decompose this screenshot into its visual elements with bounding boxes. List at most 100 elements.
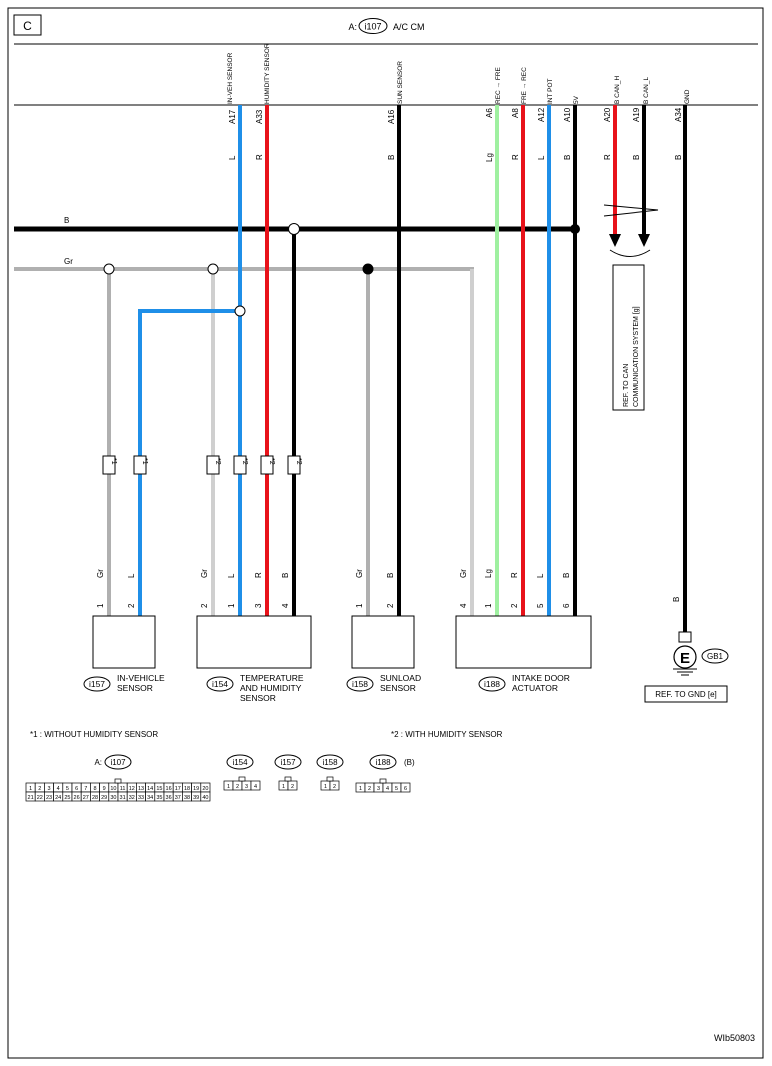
header-connector-oval bbox=[358, 18, 388, 34]
pin-cell bbox=[200, 791, 211, 802]
pin-number: 7 bbox=[84, 786, 87, 792]
cv-i188-id: i188 bbox=[375, 758, 391, 767]
pin-number: 5 bbox=[395, 786, 398, 792]
pin-number: 29 bbox=[101, 795, 107, 801]
tag-box bbox=[260, 455, 274, 475]
pin-number: 24 bbox=[55, 795, 61, 801]
connector-latch bbox=[379, 778, 387, 784]
i188-pin-1: 1 bbox=[484, 603, 493, 608]
terminal-name-gnd: GND bbox=[684, 89, 691, 104]
pin-number: 16 bbox=[166, 786, 172, 792]
gnd-ref-box bbox=[644, 685, 728, 703]
can-l-arrow bbox=[638, 234, 650, 247]
pin-number: 39 bbox=[193, 795, 199, 801]
pin-number: 40 bbox=[202, 795, 208, 801]
cv-i154-id: i154 bbox=[232, 758, 248, 767]
pin-number: 1 bbox=[227, 784, 230, 790]
cv-i107-id: i107 bbox=[110, 758, 126, 767]
twisted-pair-marker bbox=[603, 204, 659, 217]
pin-number: 2 bbox=[236, 784, 239, 790]
pin-cell bbox=[250, 780, 261, 791]
pin-a12: A12 bbox=[537, 107, 546, 122]
pin-cell bbox=[400, 782, 411, 793]
tag-box bbox=[206, 455, 220, 475]
pin-a8: A8 bbox=[511, 108, 520, 118]
i158-pin-1: 1 bbox=[355, 603, 364, 608]
pin-number: 5 bbox=[66, 786, 69, 792]
tag-star2: *2 bbox=[295, 458, 302, 465]
pin-a20: A20 bbox=[603, 107, 612, 122]
connector-latch bbox=[114, 778, 122, 784]
i154-pin-2: 2 bbox=[200, 603, 209, 608]
i158-wire-1: Gr bbox=[355, 569, 364, 578]
pin-number: 11 bbox=[120, 786, 126, 792]
component-i154-box bbox=[196, 615, 312, 669]
pin-number: 32 bbox=[129, 795, 135, 801]
pin-number: 3 bbox=[47, 786, 50, 792]
tag-star2: *2 bbox=[241, 458, 248, 465]
i157-wire-1: Gr bbox=[96, 569, 105, 578]
i157-wire-2: L bbox=[127, 573, 136, 578]
terminal-name-5v: 5V bbox=[573, 95, 580, 104]
i188-pin-6: 6 bbox=[562, 603, 571, 608]
pin-number: 34 bbox=[147, 795, 153, 801]
pin-number: 4 bbox=[57, 786, 60, 792]
i158-id: i158 bbox=[352, 679, 368, 689]
tag-star2: *2 bbox=[268, 458, 275, 465]
tag-star1: *1 bbox=[110, 458, 117, 465]
pin-a34: A34 bbox=[674, 107, 683, 122]
page-label-box bbox=[13, 14, 42, 36]
terminal-name-in-veh: IN-VEH SENSOR bbox=[227, 52, 234, 104]
pin-number: 21 bbox=[28, 795, 34, 801]
terminal-name-can-h: B CAN_H bbox=[614, 76, 621, 104]
cv-i188-suffix: (B) bbox=[404, 758, 415, 767]
pin-number: 26 bbox=[74, 795, 80, 801]
i158-pin-2: 2 bbox=[386, 603, 395, 608]
pin-numbers: A17 A33 A16 A6 A8 A12 A10 A20 A19 A34 bbox=[228, 107, 683, 124]
pin-number: 4 bbox=[386, 786, 389, 792]
ground-circle bbox=[673, 645, 697, 669]
i154-wire-1: L bbox=[227, 573, 236, 578]
cv-i107-prefix: A: bbox=[94, 758, 102, 767]
terminal-name-sun: SUN SENSOR bbox=[397, 61, 404, 104]
i188-pin-4: 4 bbox=[459, 603, 468, 608]
wire-code-a17: L bbox=[228, 155, 237, 160]
i188-oval bbox=[478, 676, 506, 692]
pin-number: 18 bbox=[184, 786, 190, 792]
i157-oval bbox=[83, 676, 111, 692]
i158-wire-2: B bbox=[386, 573, 395, 578]
diagram-frame bbox=[7, 7, 764, 1059]
page-label: C bbox=[23, 19, 32, 33]
component-i158-box bbox=[351, 615, 415, 669]
splice-gr-2 bbox=[207, 263, 219, 275]
pin-number: 22 bbox=[37, 795, 43, 801]
note-star2: *2 : WITH HUMIDITY SENSOR bbox=[391, 730, 503, 739]
i154-wire-4: B bbox=[281, 573, 290, 578]
tag-star1: *1 bbox=[141, 458, 148, 465]
header-module: A/C CM bbox=[393, 22, 425, 32]
pin-a33: A33 bbox=[255, 109, 264, 124]
cv-i154-oval bbox=[226, 754, 254, 770]
pin-number: 35 bbox=[156, 795, 162, 801]
i188-wire-6: B bbox=[562, 573, 571, 578]
pin-a19: A19 bbox=[632, 107, 641, 122]
wire-code-a16: B bbox=[387, 155, 396, 160]
pin-number: 12 bbox=[129, 786, 135, 792]
i188-pin-2: 2 bbox=[510, 603, 519, 608]
pin-number: 23 bbox=[46, 795, 52, 801]
pin-number: 10 bbox=[110, 786, 116, 792]
header-connector: i107 bbox=[364, 22, 381, 32]
header-prefix: A: bbox=[348, 22, 357, 32]
pin-number: 38 bbox=[184, 795, 190, 801]
pin-number: 15 bbox=[156, 786, 162, 792]
wire-code-a19: B bbox=[632, 155, 641, 160]
black-bus-label: B bbox=[64, 216, 69, 225]
pin-number: 2 bbox=[291, 784, 294, 790]
